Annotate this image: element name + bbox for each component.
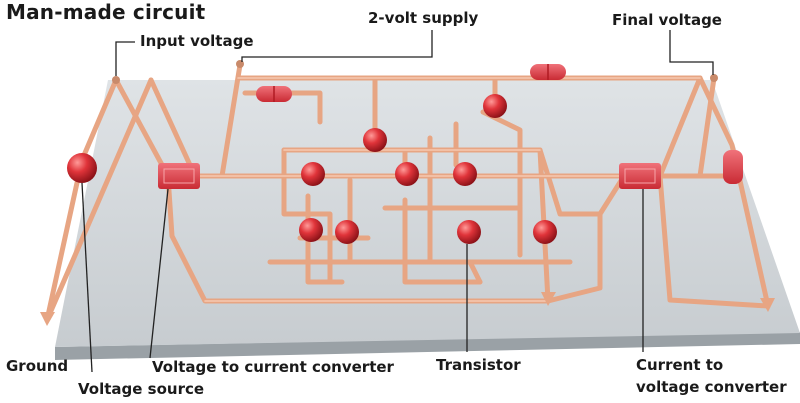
- transistors: [299, 94, 557, 244]
- label-voltage-converter: voltage converter: [636, 378, 787, 396]
- transistor: [335, 220, 359, 244]
- transistor: [363, 128, 387, 152]
- label-current-to: Current to: [636, 356, 724, 374]
- transistor: [457, 220, 481, 244]
- resistor-right: [723, 150, 743, 184]
- transistor: [301, 162, 325, 186]
- transistor: [299, 218, 323, 242]
- current-to-voltage-converter: [619, 163, 661, 189]
- ground-arrow-left: [40, 312, 55, 326]
- diagram-title: Man-made circuit: [6, 0, 206, 24]
- label-ground: Ground: [6, 357, 69, 375]
- label-voltage-to-current-converter: Voltage to current converter: [152, 358, 394, 376]
- ground-arrow-right: [760, 298, 775, 312]
- voltage-to-current-converter: [158, 163, 200, 189]
- ground-arrow-middle: [541, 292, 556, 306]
- label-2-volt-supply: 2-volt supply: [368, 9, 479, 27]
- leader-lines: [81, 30, 714, 373]
- resistor-top-right: [530, 64, 566, 80]
- label-input-voltage: Input voltage: [140, 32, 254, 50]
- transistor: [483, 94, 507, 118]
- label-voltage-source: Voltage source: [78, 380, 205, 398]
- resistor-left: [256, 86, 292, 102]
- transistor: [453, 162, 477, 186]
- transistor: [395, 162, 419, 186]
- label-transistor: Transistor: [436, 356, 521, 374]
- voltage-source: [67, 153, 97, 183]
- transistor: [533, 220, 557, 244]
- terminals: [40, 60, 775, 326]
- label-final-voltage: Final voltage: [612, 11, 722, 29]
